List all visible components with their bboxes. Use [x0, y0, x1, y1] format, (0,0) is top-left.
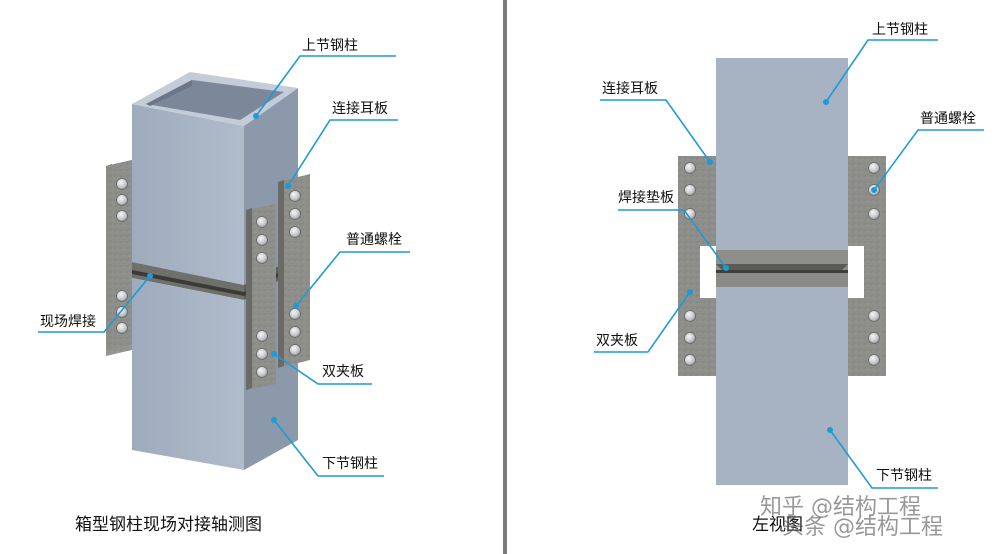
label-weld-backing: 焊接垫板	[618, 189, 674, 206]
left-callouts	[38, 55, 410, 477]
label-bolt-right: 普通螺栓	[920, 111, 976, 127]
label-double-splice-left: 双夹板	[322, 364, 364, 380]
right-callouts	[594, 39, 984, 489]
bolt-group-side	[684, 162, 880, 366]
label-lower-column-right: 下节钢柱	[876, 468, 932, 484]
ear-plate-left-lower	[678, 298, 716, 376]
upper-column-side	[716, 58, 848, 250]
label-ear-plate-left: 连接耳板	[332, 100, 388, 117]
bolt-group-left	[116, 178, 128, 334]
right-caption: 左视图	[752, 515, 803, 535]
right-side-view: 上节钢柱 连接耳板 普通螺栓 焊接垫板 双夹板 下节钢柱 左视图 知乎 @结构工…	[594, 22, 984, 540]
panel-divider	[503, 0, 507, 554]
label-double-splice-right: 双夹板	[596, 333, 638, 349]
bolt-group-right-ear	[289, 190, 301, 356]
label-upper-column-right: 上节钢柱	[872, 22, 928, 38]
left-callout-dots	[147, 113, 299, 423]
left-axonometric-view: 上节钢柱 连接耳板 普通螺栓 现场焊接 双夹板 下节钢柱 箱型钢柱现场对接轴测图	[38, 38, 410, 535]
ear-plate-right-lower	[848, 298, 886, 376]
bolt-group-splice	[256, 216, 268, 378]
left-caption: 箱型钢柱现场对接轴测图	[75, 515, 262, 535]
right-ear-plate	[278, 174, 310, 368]
double-splice-plate	[246, 204, 276, 390]
label-ear-plate-right: 连接耳板	[602, 80, 658, 97]
label-bolt-left: 普通螺栓	[346, 232, 402, 248]
watermark: 知乎 @结构工程	[760, 495, 921, 520]
lower-column-side	[716, 287, 848, 485]
label-field-weld: 现场焊接	[40, 313, 96, 330]
label-lower-column-left: 下节钢柱	[322, 456, 378, 472]
watermark-2: 头条 @结构工程	[782, 515, 943, 540]
weld-line	[716, 270, 848, 273]
right-callout-dots	[687, 99, 877, 433]
weld-plate-lower	[716, 273, 848, 287]
label-upper-column-left: 上节钢柱	[302, 38, 358, 54]
